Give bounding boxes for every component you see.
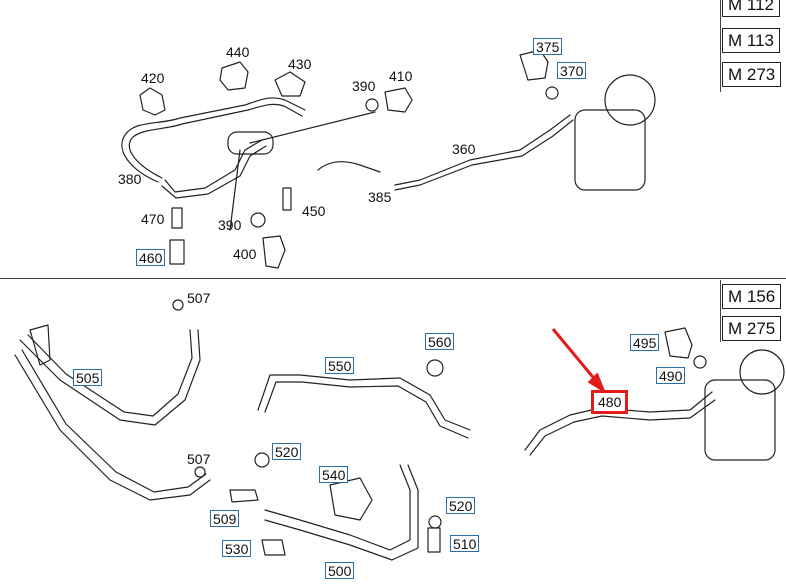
- cooler-cylinder: [227, 131, 274, 155]
- washer-507: [172, 299, 184, 311]
- pressure-line-360-b: [394, 119, 574, 191]
- part-label: 390: [352, 78, 376, 94]
- line-480b: [529, 399, 716, 456]
- highlighted-part-label: 480: [591, 390, 629, 414]
- variant-tag: M 112: [722, 0, 780, 17]
- bolt-460: [169, 239, 185, 265]
- washer-560: [426, 359, 444, 377]
- part-label-boxed: 500: [325, 562, 355, 579]
- bolt-400: [262, 235, 286, 269]
- bolt-410: [384, 87, 413, 113]
- part-label-boxed: 510: [450, 535, 480, 552]
- part-label: 390: [218, 217, 242, 233]
- pump-bottom: [704, 379, 776, 461]
- variant-tag: M 273: [722, 62, 782, 87]
- bolt-509: [229, 489, 259, 503]
- line-550: [257, 374, 471, 431]
- line-505d: [21, 349, 207, 493]
- washer-490: [693, 355, 707, 369]
- part-label-boxed: 370: [557, 62, 587, 79]
- line-505: [19, 329, 201, 426]
- variant-column-border-top: [720, 0, 721, 92]
- washer-370: [545, 86, 559, 100]
- section-divider: [0, 278, 786, 279]
- part-label-boxed: 530: [222, 540, 252, 557]
- part-label-boxed: 505: [73, 369, 103, 386]
- part-label: 430: [288, 56, 312, 72]
- mount-420: [139, 87, 166, 116]
- washer-520b: [428, 515, 442, 529]
- variant-tag: M 113: [722, 28, 780, 53]
- line-505c: [14, 354, 211, 501]
- washer-390: [365, 98, 379, 112]
- part-label-boxed: 375: [533, 38, 563, 55]
- bolt-470: [171, 207, 183, 229]
- washer-507b: [194, 466, 206, 478]
- part-label-boxed: 509: [210, 510, 240, 527]
- part-label: 440: [226, 44, 250, 60]
- part-label-boxed: 560: [425, 333, 455, 350]
- part-label-boxed: 540: [319, 466, 349, 483]
- bracket-530: [261, 539, 286, 556]
- part-label: 400: [233, 246, 257, 262]
- part-label: 470: [141, 211, 165, 227]
- part-label: 360: [452, 141, 476, 157]
- pump-top: [574, 109, 646, 191]
- washer-520: [254, 452, 270, 468]
- return-line-top: [164, 139, 263, 193]
- bolt-510: [427, 527, 441, 553]
- part-label-boxed: 495: [630, 334, 660, 351]
- mount-430: [274, 71, 306, 97]
- pointer-line-2: [229, 149, 241, 231]
- pressure-line-360: [317, 114, 571, 186]
- mount-540: [329, 477, 373, 521]
- high-pressure-line-top-2: [128, 103, 303, 179]
- line-505b: [27, 329, 193, 417]
- line-550b: [264, 381, 469, 439]
- bracket-505: [29, 324, 51, 366]
- part-label: 507: [187, 290, 211, 306]
- fitting-495: [664, 327, 693, 359]
- bolt-450: [282, 187, 292, 211]
- pointer-line: [249, 111, 376, 144]
- variant-tag: M 275: [722, 316, 782, 341]
- part-label: 507: [187, 451, 211, 467]
- callout-arrow: [551, 328, 607, 394]
- variant-column-border-bottom: [720, 280, 721, 342]
- reservoir-top: [604, 74, 656, 126]
- part-label: 450: [302, 203, 326, 219]
- line-500b: [264, 464, 419, 561]
- reservoir-bottom: [739, 349, 785, 395]
- washer-390b: [250, 212, 266, 228]
- line-500: [264, 464, 411, 551]
- part-label: 385: [368, 189, 392, 205]
- part-label-boxed: 520: [272, 443, 302, 460]
- part-label: 410: [389, 68, 413, 84]
- variant-tag: M 156: [722, 284, 782, 309]
- mount-440: [219, 61, 249, 91]
- part-label-boxed: 490: [656, 367, 686, 384]
- part-label: 420: [141, 70, 165, 86]
- part-label-boxed: 520: [446, 497, 476, 514]
- part-label-boxed: 460: [136, 249, 166, 266]
- part-label-boxed: 550: [325, 357, 355, 374]
- part-label: 380: [118, 171, 142, 187]
- high-pressure-line-top: [121, 97, 306, 183]
